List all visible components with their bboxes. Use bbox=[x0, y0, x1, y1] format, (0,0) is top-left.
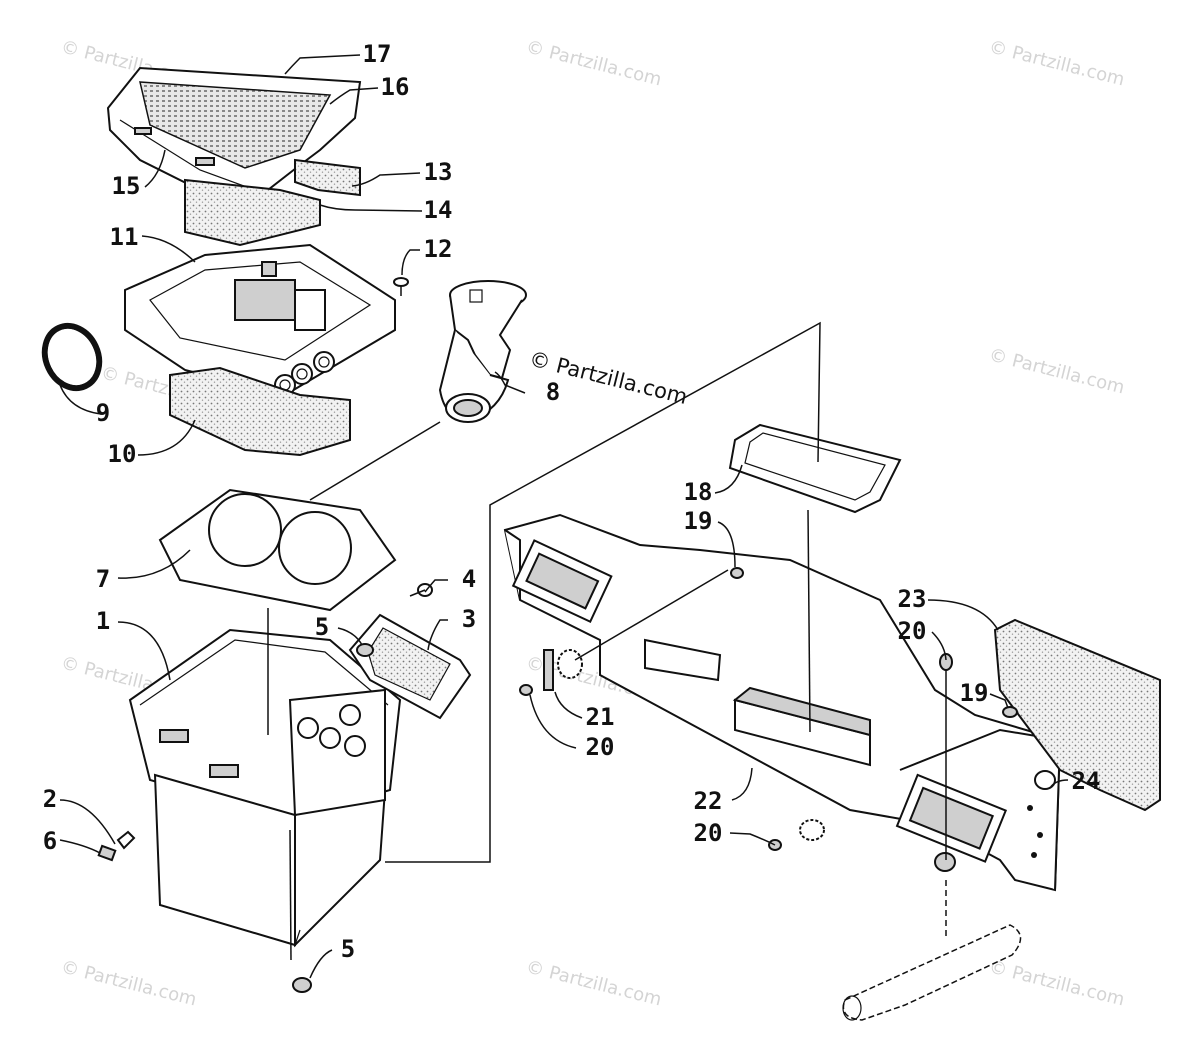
watermark-text: © Partzilla.com bbox=[987, 344, 1127, 398]
callout-19b: 19 bbox=[960, 679, 989, 707]
grommet-5a bbox=[356, 643, 374, 657]
grommet-2 bbox=[116, 830, 136, 850]
callout-13: 13 bbox=[424, 158, 453, 186]
gasket-3 bbox=[348, 613, 472, 720]
plug-24 bbox=[1034, 770, 1056, 790]
leader-lines bbox=[267, 321, 947, 961]
fasteners-20-19 bbox=[519, 567, 1018, 872]
callout-16: 16 bbox=[381, 73, 410, 101]
gasket-18 bbox=[728, 423, 902, 514]
air-box-part bbox=[128, 628, 402, 948]
foam-element-23 bbox=[993, 618, 1161, 812]
callout-15: 15 bbox=[112, 172, 141, 200]
callout-20a: 20 bbox=[898, 617, 927, 645]
callout-20c: 20 bbox=[694, 819, 723, 847]
callout-14: 14 bbox=[424, 196, 453, 224]
intake-manifold-part bbox=[503, 513, 1062, 892]
callout-8: 8 bbox=[546, 378, 560, 406]
callout-7: 7 bbox=[96, 565, 110, 593]
drain-tube-part bbox=[842, 924, 1022, 1021]
watermark-text: © Partzilla.com bbox=[987, 36, 1127, 90]
callout-5b: 5 bbox=[341, 935, 355, 963]
callout-20b: 20 bbox=[586, 733, 615, 761]
callout-17: 17 bbox=[363, 40, 392, 68]
callout-labels: 17 16 15 13 14 11 12 9 10 8 7 4 1 5 3 2 … bbox=[43, 40, 1101, 963]
callout-24: 24 bbox=[1072, 767, 1101, 795]
callout-18: 18 bbox=[684, 478, 713, 506]
clip-21 bbox=[543, 649, 554, 691]
callout-21: 21 bbox=[586, 703, 615, 731]
foam-element-14 bbox=[184, 178, 321, 247]
callout-23: 23 bbox=[898, 585, 927, 613]
callout-10: 10 bbox=[108, 440, 137, 468]
clip-6 bbox=[97, 844, 117, 862]
callout-6: 6 bbox=[43, 827, 57, 855]
watermark-text: © Partzilla.com bbox=[524, 956, 664, 1010]
screw-12 bbox=[393, 277, 409, 296]
clamp-9 bbox=[41, 322, 103, 392]
callout-19a: 19 bbox=[684, 507, 713, 535]
intake-boot-8 bbox=[438, 280, 527, 423]
callout-11: 11 bbox=[110, 223, 139, 251]
watermark-text: © Partzilla.com bbox=[987, 956, 1127, 1010]
gasket-plate-7 bbox=[158, 488, 397, 612]
watermark-text: © Partzilla.com bbox=[524, 36, 664, 90]
callout-4: 4 bbox=[462, 565, 476, 593]
callout-22: 22 bbox=[694, 787, 723, 815]
callout-5a: 5 bbox=[315, 613, 329, 641]
callout-9: 9 bbox=[96, 399, 110, 427]
watermark-text: © Partzilla.com bbox=[59, 956, 199, 1010]
callout-1: 1 bbox=[96, 607, 110, 635]
bolt-4 bbox=[409, 583, 433, 597]
foam-element-13 bbox=[294, 158, 361, 197]
grommet-5b bbox=[292, 977, 312, 993]
filter-housing-part bbox=[124, 243, 396, 397]
callout-leaders bbox=[59, 54, 1069, 979]
callout-2: 2 bbox=[43, 785, 57, 813]
callout-3: 3 bbox=[462, 605, 476, 633]
callout-12: 12 bbox=[424, 235, 453, 263]
foam-element-10 bbox=[169, 366, 351, 457]
